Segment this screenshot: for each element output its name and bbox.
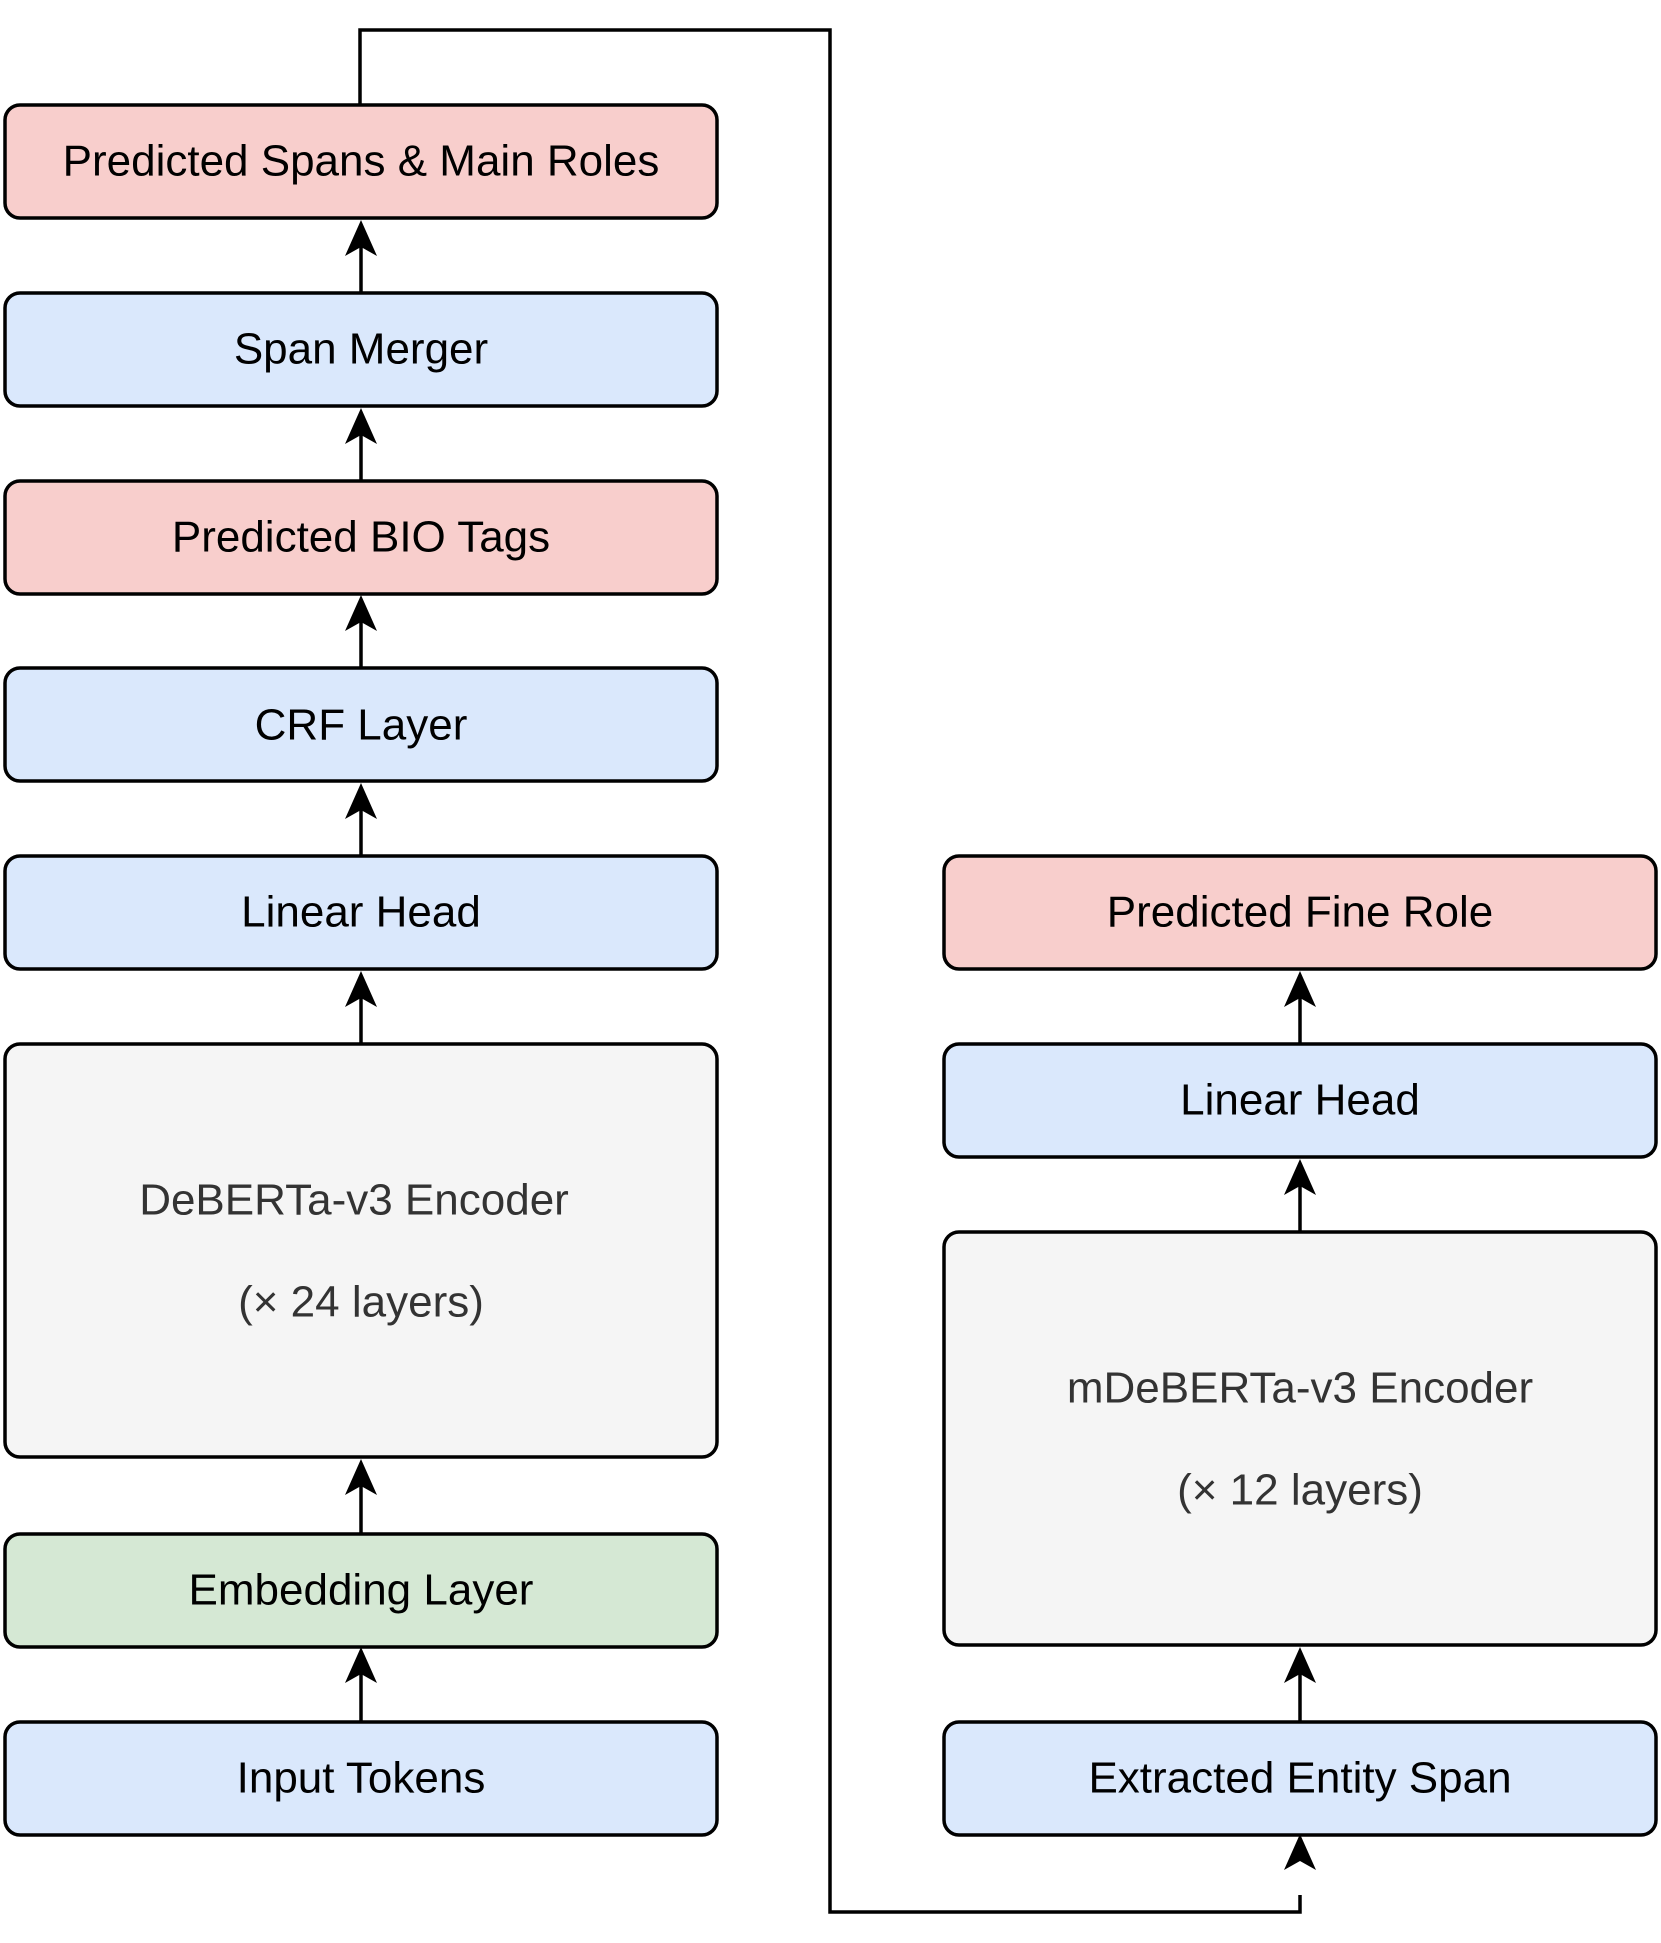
extracted-span-box: Extracted Entity Span — [942, 1720, 1658, 1837]
predicted-spans-label: Predicted Spans & Main Roles — [63, 137, 660, 186]
left-connectors — [345, 220, 377, 1722]
input-tokens-label: Input Tokens — [237, 1754, 486, 1803]
mdeberta-encoder-layers: (× 12 layers) — [1177, 1466, 1423, 1515]
arrowhead — [1284, 971, 1316, 1007]
arrowhead — [1284, 1647, 1316, 1683]
span-merger-box: Span Merger — [3, 291, 719, 408]
predicted-bio-label: Predicted BIO Tags — [172, 513, 550, 562]
arrowhead — [345, 1647, 377, 1683]
arrowhead — [345, 1459, 377, 1495]
predicted-spans-box: Predicted Spans & Main Roles — [3, 103, 719, 220]
arrowhead — [1284, 1159, 1316, 1195]
mdeberta-encoder-title: mDeBERTa-v3 Encoder — [1067, 1364, 1533, 1413]
linear-head-right-label: Linear Head — [1180, 1076, 1420, 1125]
linear-head-right-box: Linear Head — [942, 1042, 1658, 1159]
embedding-layer-label: Embedding Layer — [189, 1566, 534, 1615]
predicted-bio-box: Predicted BIO Tags — [3, 479, 719, 596]
predicted-fine-role-label: Predicted Fine Role — [1107, 888, 1493, 937]
embedding-layer-box: Embedding Layer — [3, 1532, 719, 1649]
crf-layer-box: CRF Layer — [3, 666, 719, 783]
arrowhead — [1284, 1834, 1316, 1870]
extracted-span-label: Extracted Entity Span — [1088, 1754, 1511, 1803]
linear-head-left-label: Linear Head — [241, 888, 481, 937]
cross-column-connector — [358, 28, 1302, 1914]
linear-head-left-box: Linear Head — [3, 854, 719, 971]
deberta-encoder-box: DeBERTa-v3 Encoder (× 24 layers) — [3, 1042, 719, 1459]
crf-layer-label: CRF Layer — [255, 701, 468, 750]
mdeberta-encoder-box: mDeBERTa-v3 Encoder (× 12 layers) — [942, 1230, 1658, 1647]
input-tokens-box: Input Tokens — [3, 1720, 719, 1837]
span-merger-label: Span Merger — [234, 325, 488, 374]
arrowhead — [345, 783, 377, 819]
deberta-encoder-title: DeBERTa-v3 Encoder — [139, 1176, 569, 1225]
arrowhead — [345, 408, 377, 444]
right-connectors — [1284, 971, 1316, 1870]
arrowhead — [345, 220, 377, 256]
arrowhead — [345, 595, 377, 631]
arrowhead — [345, 971, 377, 1007]
deberta-encoder-layers: (× 24 layers) — [238, 1278, 484, 1327]
predicted-fine-role-box: Predicted Fine Role — [942, 854, 1658, 971]
